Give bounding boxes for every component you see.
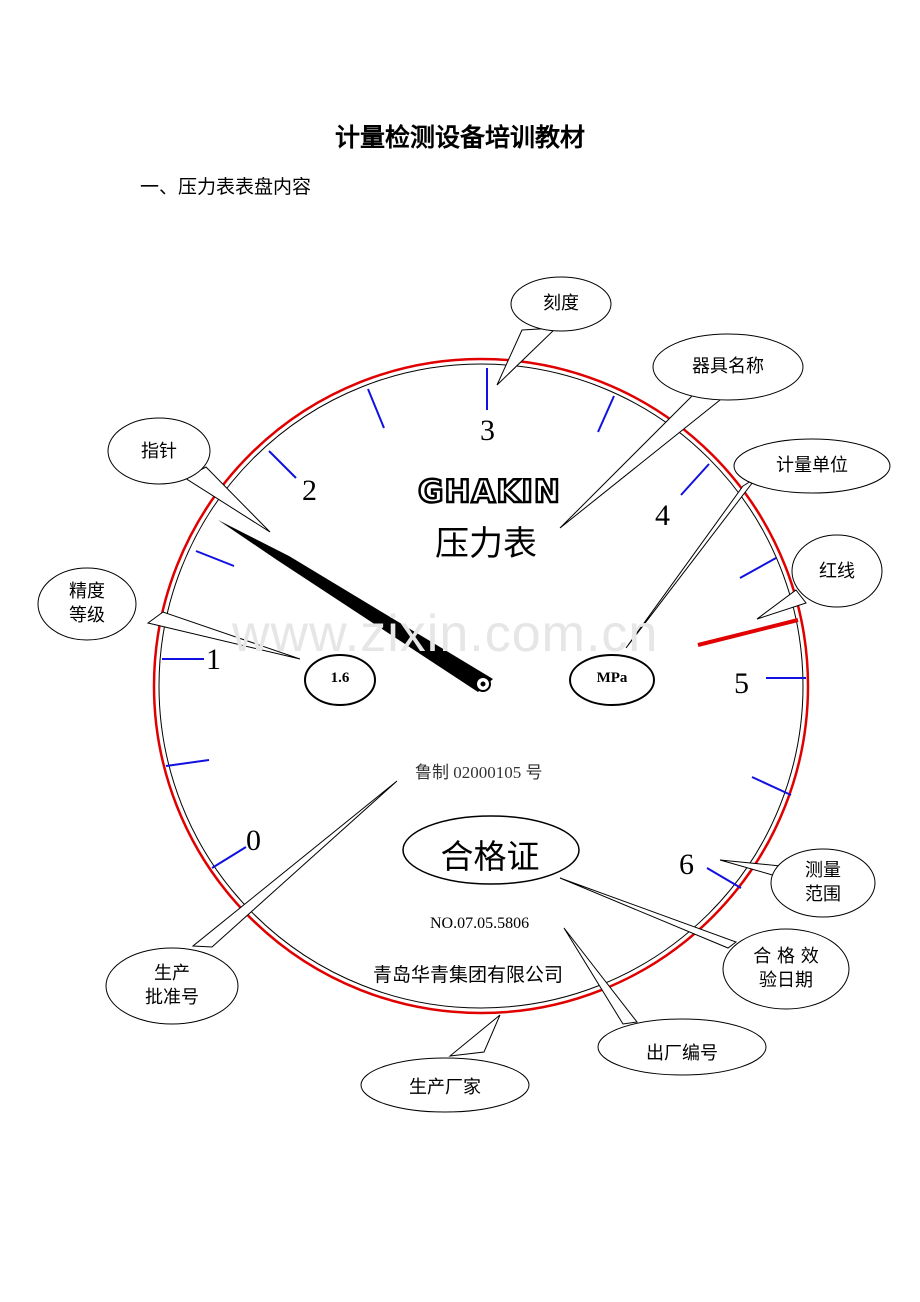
callout-bubble-unit: [733, 438, 891, 494]
scale-number-3: 3: [480, 414, 495, 447]
tick: [597, 395, 615, 433]
accuracy-class-badge: [304, 654, 376, 706]
approval-number: 鲁制 02000105 号: [415, 763, 543, 782]
serial-number: NO.07.05.5806: [430, 915, 530, 932]
callout-bubble-accuracy: [37, 567, 137, 641]
callout-red-line: 红线: [819, 561, 855, 582]
certificate-text: 合格证: [440, 837, 540, 876]
callout-pointer-device-name: [559, 391, 732, 529]
watermark: www.zixin.com.cn: [232, 605, 659, 663]
callout-serial: 出厂编号: [646, 1043, 718, 1064]
callout-bubble-scale: [510, 276, 612, 332]
dial-inner-ring: [158, 363, 804, 1009]
tick: [367, 388, 385, 429]
scale-number-0: 0: [246, 824, 261, 857]
tick: [751, 776, 792, 796]
red-line-mark: [697, 618, 799, 647]
callout-bubble-pointer: [107, 417, 211, 485]
brand-logo: GHAKIN: [417, 473, 561, 512]
callout-range: 测量 范围: [805, 860, 841, 905]
callout-unit: 计量单位: [776, 455, 848, 476]
callout-manufacturer: 生产厂家: [409, 1077, 481, 1098]
scale-number-6: 6: [679, 848, 694, 881]
device-name: 压力表: [435, 524, 537, 564]
callout-bubble-inspection-date: [722, 928, 850, 1010]
scale-number-4: 4: [655, 499, 670, 532]
accuracy-class-value: 1.6: [330, 670, 350, 686]
callout-pointer-scale: [496, 327, 558, 386]
callout-bubble-red-line: [791, 534, 883, 608]
callout-pointer: 指针: [141, 441, 177, 462]
scale-number-5: 5: [734, 667, 749, 700]
pointer-hub-center: [480, 681, 486, 687]
callout-pointer-inspection-date: [559, 877, 738, 949]
callout-scale: 刻度: [543, 293, 579, 314]
tick: [268, 450, 297, 479]
callout-bubble-approval: [105, 947, 239, 1025]
callout-pointer-manufacturer: [448, 1014, 501, 1057]
callout-pointer-accuracy: [146, 611, 301, 660]
certificate-badge: [402, 815, 580, 885]
unit-value: MPa: [596, 670, 628, 686]
callout-pointer-approval: [191, 780, 398, 948]
callout-bubble-manufacturer: [360, 1057, 530, 1113]
callout-accuracy: 精度 等级: [69, 581, 105, 626]
tick: [680, 463, 710, 496]
scale-number-1: 1: [206, 643, 221, 676]
section-heading: 一、压力表表盘内容: [140, 176, 312, 198]
callout-inspection-date: 合 格 效 验日期: [753, 946, 819, 991]
callout-bubble-serial: [597, 1018, 767, 1076]
scale-ticks: [162, 368, 806, 889]
tick: [739, 557, 777, 579]
page-title: 计量检测设备培训教材: [334, 123, 585, 152]
tick: [211, 846, 247, 869]
callout-bubble-device-name: [652, 333, 804, 401]
unit-badge: [569, 654, 655, 706]
dial-outer-ring: [152, 357, 810, 1015]
pointer-needle: [218, 520, 493, 692]
scale-number-2: 2: [302, 474, 317, 507]
tick: [195, 550, 235, 567]
manufacturer-name: 青岛华青集团有限公司: [373, 964, 564, 986]
callout-pointer-serial: [563, 927, 638, 1025]
callout-pointer-red-line: [756, 589, 807, 620]
tick: [165, 759, 210, 767]
tick: [706, 867, 742, 889]
callout-device-name: 器具名称: [692, 356, 764, 377]
callout-approval: 生产 批准号: [145, 963, 199, 1008]
callout-bubble-range: [770, 848, 876, 918]
